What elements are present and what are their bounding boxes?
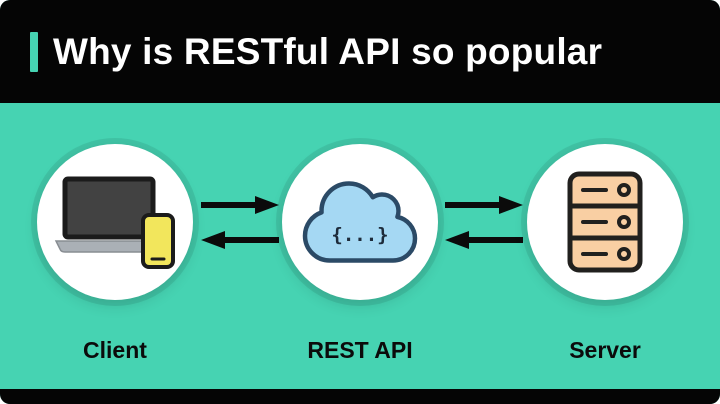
cloud-icon: {...} (299, 178, 421, 266)
cloud-shape (302, 181, 418, 263)
arrow-left-icon (201, 231, 279, 249)
server-node (527, 144, 683, 300)
arrow-left-icon (445, 231, 523, 249)
arrow-right-icon (201, 196, 279, 214)
client-node (37, 144, 193, 300)
server-icon (567, 171, 643, 273)
client-label: Client (83, 337, 147, 363)
rest-api-label: REST API (307, 337, 413, 363)
page-title: Why is RESTful API so popular (53, 30, 603, 72)
rest-api-node: {...} (282, 144, 438, 300)
title-accent-bar (30, 31, 38, 72)
server-label: Server (569, 337, 641, 363)
arrow-right-icon (445, 196, 523, 214)
laptop-phone-icon (54, 176, 175, 269)
cloud-code-text: {...} (331, 224, 389, 246)
header-bar: Why is RESTful API so popular (0, 0, 720, 103)
footer-bar (0, 389, 720, 404)
